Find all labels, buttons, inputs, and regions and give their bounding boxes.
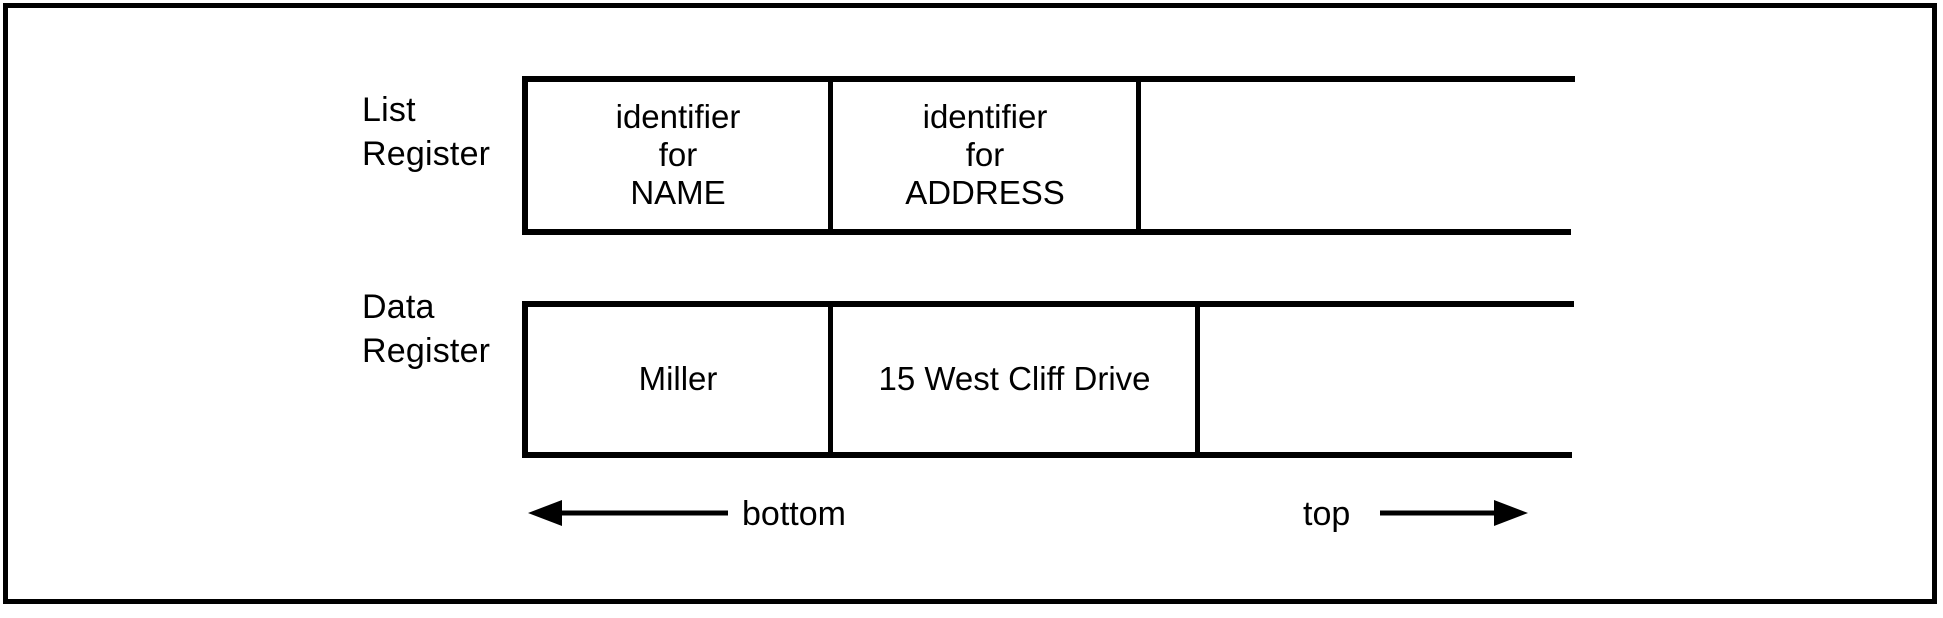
list-register-bottom-rule <box>522 229 1571 235</box>
list-register-divider-1 <box>828 80 833 231</box>
data-register-cell-name: Miller <box>638 360 718 397</box>
list-register-top-rule <box>522 76 1575 82</box>
list-register-cell-name: identifier for NAME <box>615 98 741 211</box>
bottom-arrow-label: bottom <box>742 495 846 533</box>
arrow-head-right-icon <box>1494 500 1528 526</box>
top-arrow-shaft <box>1380 510 1500 516</box>
data-register-divider-2 <box>1195 305 1200 454</box>
list-register-divider-2 <box>1136 80 1141 231</box>
list-register-label: List Register <box>362 91 491 173</box>
data-register-cell-address: 15 West Cliff Drive <box>878 360 1151 397</box>
data-register-bottom-rule <box>522 452 1572 458</box>
data-register-top-rule <box>522 301 1574 307</box>
list-register-left-edge <box>522 76 528 235</box>
bottom-arrow-shaft <box>558 510 728 516</box>
data-register-left-edge <box>522 301 528 458</box>
top-arrow-label: top <box>1303 495 1351 533</box>
arrow-head-left-icon <box>528 500 562 526</box>
top-arrow <box>1380 498 1528 528</box>
data-register-divider-1 <box>828 305 833 454</box>
list-register-cell-empty <box>1142 80 1572 230</box>
bottom-arrow <box>528 498 728 528</box>
data-register-cell-empty <box>1201 305 1572 453</box>
data-register-label: Data Register <box>362 288 491 370</box>
list-register-cell-address: identifier for ADDRESS <box>905 98 1065 211</box>
